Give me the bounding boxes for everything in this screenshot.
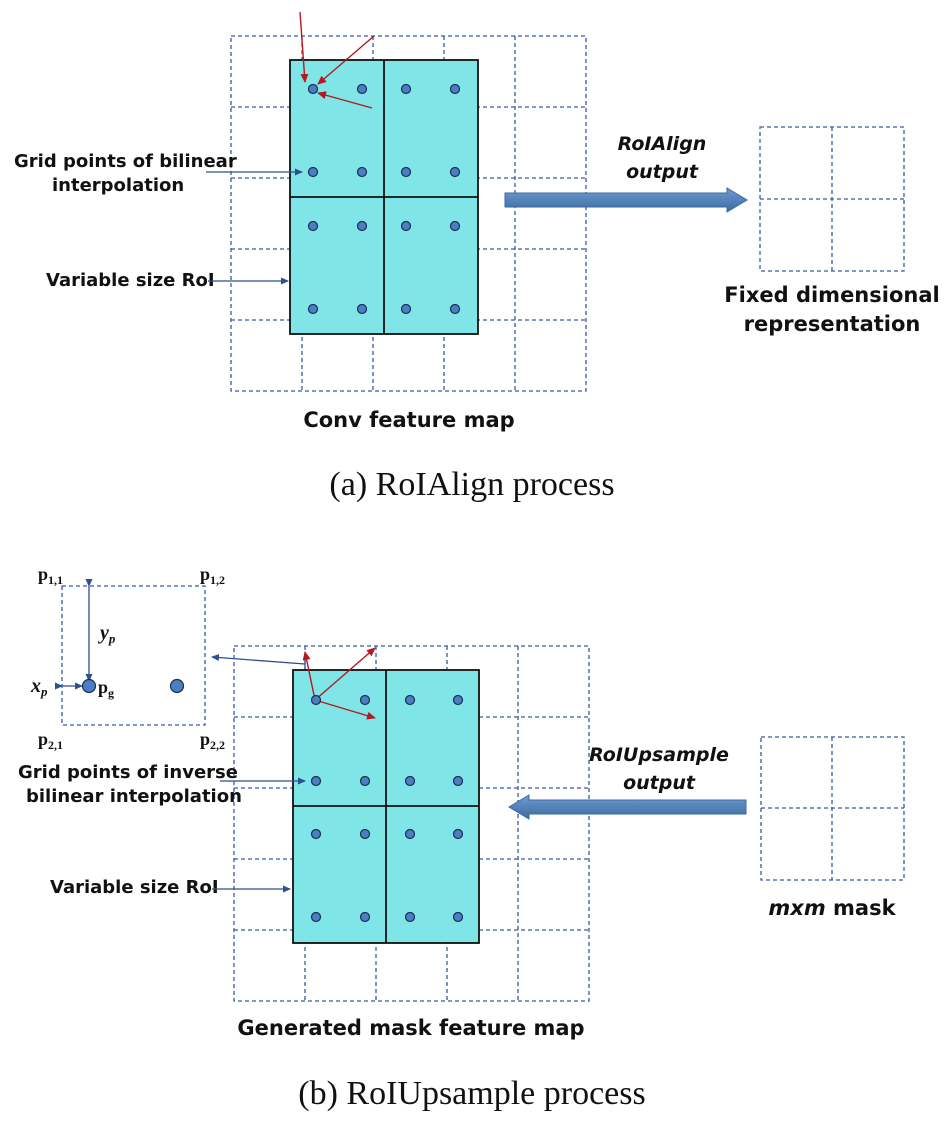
roiupsample-arrow-label-1: RoIUpsample: [589, 744, 729, 766]
p12-label: p1,2: [200, 564, 225, 587]
conv-feature-map-label: Conv feature map: [303, 408, 514, 432]
output-label-line2: representation: [744, 312, 921, 336]
roialign-arrow-label-2: output: [626, 161, 699, 183]
pg-point: [81, 678, 97, 694]
p11-label: p1,1: [38, 564, 63, 587]
fixed-output-grid: [759, 126, 905, 272]
grid-points-label-line2: interpolation: [52, 175, 184, 196]
yp-label: yp: [98, 622, 116, 646]
panel-b: p1,1 p1,2 p2,1 p2,2 yp xp pg: [18, 564, 905, 1112]
roiupsample-arrow-label-2: output: [623, 772, 696, 794]
grid-points-b: [310, 694, 464, 923]
xp-label: xp: [30, 675, 48, 699]
roiupsample-output-arrow: [508, 794, 747, 820]
roialign-output-arrow: [504, 187, 748, 213]
p22-label: p2,2: [200, 729, 225, 752]
inverse-grid-label-line2: bilinear interpolation: [26, 786, 242, 807]
grid-points-a: [307, 83, 461, 315]
grid-points-label-line1: Grid points of bilinear: [14, 151, 237, 172]
inset-point-2: [169, 678, 185, 694]
bilinear-sample-arrows: [299, 11, 375, 109]
inset-pointer: [211, 654, 306, 665]
inverse-bilinear-inset: [55, 579, 206, 726]
roi-label-a: Variable size RoI: [46, 270, 215, 291]
mask-label: mxm mask: [768, 896, 896, 920]
variable-size-roi-b: [292, 669, 480, 944]
inverse-sample-arrows: [302, 647, 376, 720]
p21-label: p2,1: [38, 729, 63, 752]
mask-feature-map-label: Generated mask feature map: [237, 1016, 584, 1040]
variable-size-roi: [289, 59, 479, 335]
output-label-line1: Fixed dimensional: [724, 283, 939, 307]
caption-a: (a) RoIAlign process: [329, 466, 614, 503]
caption-b: (b) RoIUpsample process: [298, 1075, 645, 1112]
mask-grid: [760, 736, 905, 881]
roialign-arrow-label-1: RoIAlign: [618, 133, 707, 155]
pg-label: pg: [98, 677, 114, 700]
panel-a: Grid points of bilinear interpolation Va…: [14, 11, 940, 503]
inverse-grid-label-line1: Grid points of inverse: [18, 762, 238, 783]
roi-label-b: Variable size RoI: [50, 877, 219, 898]
